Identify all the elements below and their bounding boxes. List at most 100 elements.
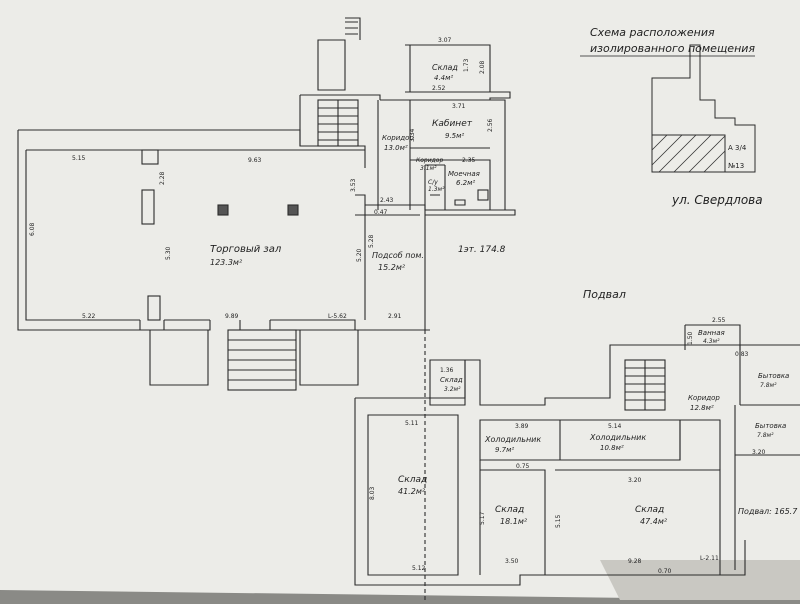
room-name-trade-hall: Торговый зал <box>210 244 282 255</box>
dim-530: 5.30 <box>165 246 172 260</box>
room-area-corridor1: 13.0м² <box>384 144 408 152</box>
dim-522: 5.22 <box>82 313 96 320</box>
wall-hall-right <box>355 194 366 320</box>
dim-083: 0.83 <box>735 351 749 358</box>
b-room-storage-big <box>367 414 459 576</box>
dim-803: 8.03 <box>369 486 376 500</box>
stair-steps <box>318 100 358 146</box>
b-stair-steps <box>625 360 665 410</box>
dim-514: 5.14 <box>608 423 622 430</box>
dim-307: 3.07 <box>438 37 452 44</box>
room-area-b-storage-right: 47.4м² <box>640 517 668 526</box>
room-name-b-util2: Бытовка <box>755 422 786 430</box>
room-area-trade-hall: 123.3м² <box>210 258 243 267</box>
fixtures <box>430 194 466 206</box>
column-bottom <box>147 295 161 321</box>
wall-block-bottom <box>425 209 516 216</box>
wall-office-bottom <box>410 147 491 210</box>
room-name-b-storage-right: Склад <box>635 505 664 515</box>
b-room-bath <box>684 324 741 350</box>
dim-291: 2.91 <box>388 313 402 320</box>
room-name-wc: С/у <box>428 179 438 186</box>
dim-334: 3.34 <box>409 128 416 142</box>
dim-608: 6.08 <box>29 222 36 236</box>
basement-title: Подвал <box>583 288 626 301</box>
paper-shadow <box>600 560 800 600</box>
dim-512: 5.12 <box>412 565 426 572</box>
room-area-b-corridor: 12.8м² <box>690 404 714 412</box>
room-name-b-fridge2: Холодильник <box>589 433 646 442</box>
dim-350: 3.50 <box>505 558 519 565</box>
key-plan-house-number: №13 <box>728 162 744 170</box>
dim-047: 0.47 <box>374 209 388 216</box>
dim-208: 2.08 <box>479 60 486 74</box>
b-corridor-walls <box>679 419 721 470</box>
dim-211: L-2.11 <box>700 555 719 562</box>
room-area-b-util2: 7.8м² <box>757 432 774 439</box>
wall-wc <box>424 164 446 210</box>
walls <box>17 17 800 600</box>
room-name-b-corridor: Коридор <box>688 394 720 402</box>
b-right-walls <box>734 345 741 570</box>
dim-150: 1.50 <box>687 331 694 345</box>
room-area-b-storage-small: 3.2м² <box>444 386 461 393</box>
dim-517: 5.17 <box>479 511 486 525</box>
wall-office <box>380 99 506 210</box>
key-plan-fraction: А 3/4 <box>728 144 747 152</box>
dimension-labels: 5.15 9.63 5.22 9.89 L-5.62 2.91 5.30 6.0… <box>29 37 766 575</box>
street-label: ул. Свердлова <box>671 193 763 207</box>
dim-320: 3.20 <box>628 477 642 484</box>
room-area-b-bath: 4.3м² <box>703 338 720 345</box>
room-name-utility: Подсоб пом. <box>372 251 424 260</box>
room-area-utility: 15.2м² <box>378 263 406 272</box>
room-name-b-storage-small: Склад <box>440 376 463 384</box>
room-name-b-util1: Бытовка <box>758 372 789 380</box>
room-area-b-storage-mid: 18.1м² <box>500 517 528 526</box>
column-top <box>141 149 159 165</box>
key-plan: А 3/4 №13 <box>651 44 756 173</box>
dim-928: 9.28 <box>628 558 642 565</box>
key-plan-outline <box>651 44 756 173</box>
dim-515: 5.15 <box>72 155 86 162</box>
pillar-b <box>287 204 299 216</box>
basement-total: Подвал: 165.7 <box>738 507 798 516</box>
dim-235: 2.35 <box>462 157 476 164</box>
room-area-b-util1: 7.8м² <box>760 382 777 389</box>
header-line1: Схема расположения <box>590 26 715 39</box>
hatch-lines <box>651 134 726 173</box>
dim-353: 3.53 <box>350 178 357 192</box>
room-area-storage-top: 4.4м² <box>434 74 453 82</box>
dim-070: 0.70 <box>658 568 672 575</box>
dim-173: 1.73 <box>463 58 470 72</box>
dim-963: 9.63 <box>248 157 262 164</box>
entrance-steps <box>228 339 296 381</box>
room-name-washroom: Моечная <box>448 170 480 178</box>
b-room-utilities <box>735 344 800 456</box>
b-wall-outer <box>354 398 746 586</box>
dim-371: 3.71 <box>452 103 466 110</box>
wall-storage-top <box>405 44 491 92</box>
column-left <box>141 189 155 225</box>
room-name-office: Кабинет <box>432 119 473 129</box>
dim-989: 9.89 <box>225 313 239 320</box>
room-area-office: 9.5м² <box>445 132 464 140</box>
dim-075: 0.75 <box>516 463 530 470</box>
dim-320b: 3.20 <box>752 449 766 456</box>
room-area-b-fridge2: 10.8м² <box>600 444 624 452</box>
pillar-a <box>217 204 229 216</box>
wall-storage-bottom <box>405 91 511 100</box>
wall-hall-left-inner <box>25 150 140 321</box>
dim-255: 2.55 <box>712 317 726 324</box>
dim-136: 1.36 <box>440 367 454 374</box>
room-area-b-fridge1: 9.7м² <box>495 446 514 454</box>
dim-515b: 5.15 <box>555 514 562 528</box>
dim-256: 2.56 <box>487 118 494 132</box>
header-line2: изолированного помещения <box>590 42 755 55</box>
room-name-b-storage-big: Склад <box>398 475 427 485</box>
wall-hall-bottom <box>164 319 430 331</box>
wall-corridor <box>377 100 411 210</box>
floor1-total: 1эт. 174.8 <box>458 245 506 255</box>
wall-hall-bottom-piers <box>139 320 271 331</box>
